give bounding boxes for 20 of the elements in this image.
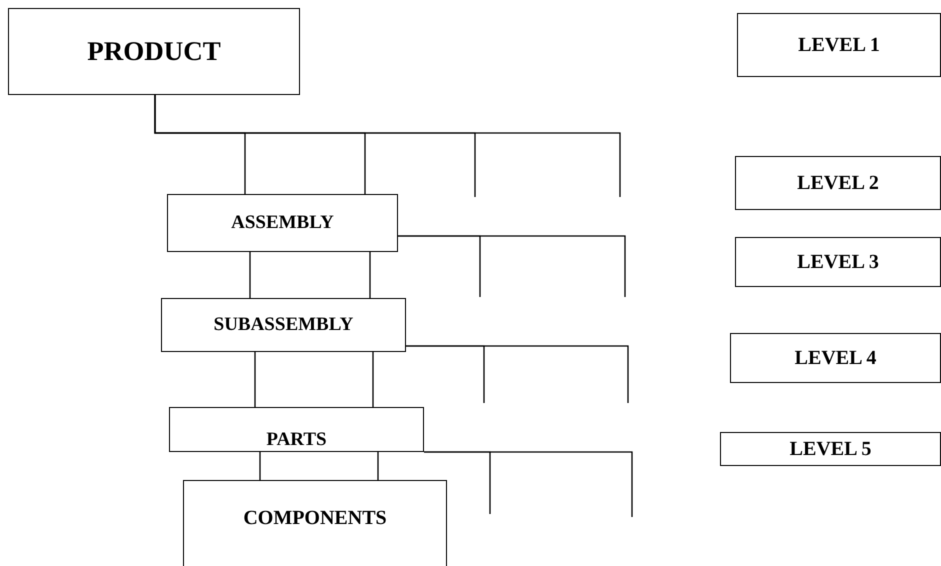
label-box: COMPONENTS — [183, 480, 447, 566]
connector-line — [398, 235, 626, 297]
label-box: SUBASSEMBLY — [161, 298, 406, 352]
connector-line — [259, 452, 261, 480]
label-box: PARTS — [169, 407, 424, 452]
connector-line — [372, 352, 374, 407]
label-box: LEVEL 2 — [735, 156, 941, 210]
label-box: LEVEL 3 — [735, 237, 941, 287]
label-box: LEVEL 5 — [720, 432, 941, 466]
label-box: ASSEMBLY — [167, 194, 398, 252]
connector-line — [254, 352, 256, 407]
label-box: PRODUCT — [8, 8, 300, 95]
connector-line — [154, 95, 621, 197]
connector-line — [377, 452, 379, 480]
connector-line — [369, 252, 371, 298]
label-box: LEVEL 4 — [730, 333, 941, 383]
connector-line — [424, 451, 633, 517]
label-box: LEVEL 1 — [737, 13, 941, 77]
connector-line — [249, 252, 251, 298]
connector-line — [406, 345, 629, 403]
